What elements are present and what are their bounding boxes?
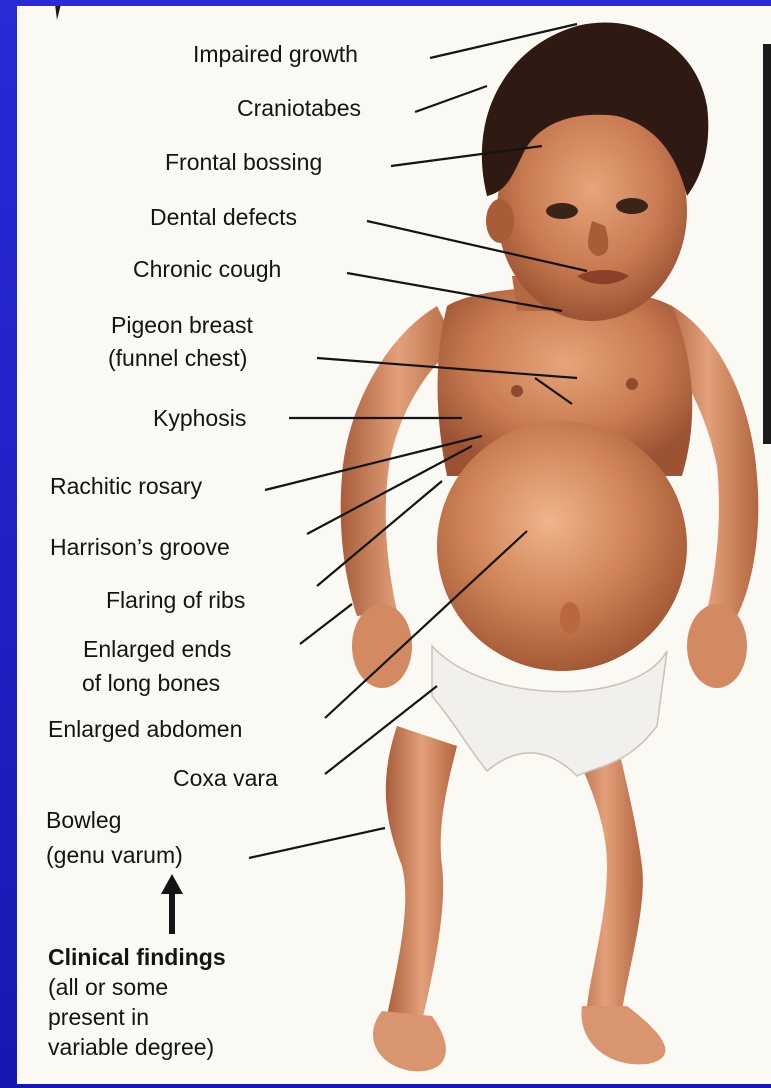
label-dental-defects: Dental defects [150, 203, 297, 232]
left-foot [373, 1011, 446, 1071]
label-coxa-vara: Coxa vara [173, 764, 278, 793]
ear [486, 199, 514, 243]
belly [437, 421, 687, 671]
label-enlarged-abdomen: Enlarged abdomen [48, 715, 242, 744]
clinical-findings-line-2: present in [48, 1002, 368, 1032]
right-leg [567, 736, 643, 1011]
label-chronic-cough: Chronic cough [133, 255, 281, 284]
label-long-bones: of long bones [82, 669, 220, 698]
illustration-panel: Impaired growth Craniotabes Frontal boss… [17, 6, 771, 1084]
clinical-findings-line-3: variable degree) [48, 1032, 368, 1062]
clinical-findings-title: Clinical findings [48, 942, 368, 972]
label-bowleg: Bowleg [46, 806, 121, 835]
left-eye [546, 203, 578, 219]
label-harrisons-groove: Harrison’s groove [50, 533, 230, 562]
clinical-findings-note: Clinical findings (all or some present i… [48, 942, 368, 1062]
label-impaired-growth: Impaired growth [193, 40, 358, 69]
label-frontal-bossing: Frontal bossing [165, 148, 322, 177]
left-leg [386, 726, 457, 1021]
label-flaring-of-ribs: Flaring of ribs [106, 586, 245, 615]
navel [560, 602, 580, 634]
label-craniotabes: Craniotabes [237, 94, 361, 123]
label-genu-varum: (genu varum) [46, 841, 183, 870]
label-funnel-chest: (funnel chest) [108, 344, 247, 373]
label-enlarged-ends: Enlarged ends [83, 635, 231, 664]
label-pigeon-breast: Pigeon breast [111, 311, 253, 340]
right-foot [581, 1006, 665, 1064]
up-arrow-icon [161, 874, 183, 934]
label-rachitic-rosary: Rachitic rosary [50, 472, 202, 501]
right-hand [687, 604, 747, 688]
clinical-findings-line-1: (all or some [48, 972, 368, 1002]
label-kyphosis: Kyphosis [153, 404, 246, 433]
right-eye [616, 198, 648, 214]
